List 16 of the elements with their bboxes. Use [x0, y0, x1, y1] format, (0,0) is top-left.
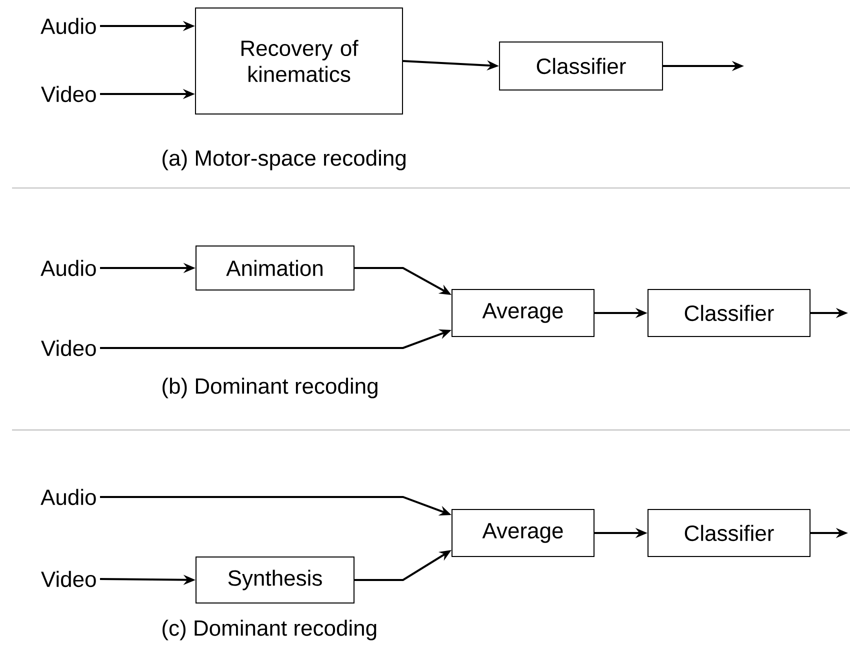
input-label: Audio — [40, 488, 96, 506]
input-label: Video — [41, 570, 96, 588]
process-box: Average — [452, 288, 594, 337]
process-box: Synthesis — [196, 556, 354, 604]
input-label: Audio — [40, 18, 96, 34]
process-box: Classifier — [648, 288, 810, 337]
process-box: Classifier — [648, 508, 810, 557]
process-box: Average — [452, 508, 594, 557]
process-box: Animation — [196, 245, 354, 290]
process-box: Recovery of kinematics — [195, 7, 403, 114]
input-label: Video — [41, 340, 96, 356]
caption: (b) Dominant recoding — [162, 378, 378, 398]
caption: (a) Motor-space recoding — [162, 150, 406, 170]
input-label: Video — [41, 86, 96, 102]
input-label: Audio — [40, 260, 96, 276]
process-box: Classifier — [499, 42, 663, 90]
